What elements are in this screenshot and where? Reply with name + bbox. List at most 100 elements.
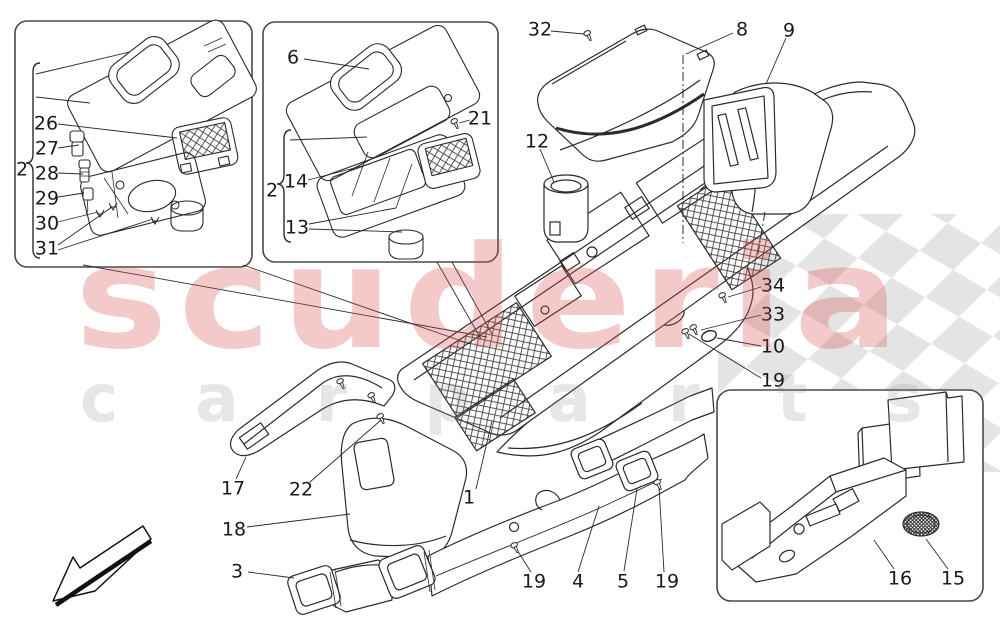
part-8-armrest-lid [537,24,715,162]
leader-line-9 [765,37,787,85]
connector-line [451,261,493,335]
leader-line-6 [303,58,370,70]
callout-15: 15 [941,568,965,590]
part-12-cupholder [543,174,589,243]
leader-line-29 [57,192,85,198]
leader-line-31 [57,206,113,246]
leader-line-10 [716,337,762,347]
screw-glyph [583,30,592,42]
clip-glyph [95,209,105,219]
watermark-word-car-parts: c a r p a r t s [80,360,950,437]
leader-line-19 [658,486,665,573]
leader-line-15 [925,538,949,570]
callout-10: 10 [761,336,785,358]
callout-2: 2 [266,180,278,202]
leader-line-12 [539,148,555,183]
leader-line-8 [685,32,734,55]
leader-line-19 [688,333,762,379]
leader-line-32 [550,30,585,35]
leader-line-28 [57,172,84,175]
part-3-front-duct [287,559,393,615]
direction-arrow [52,525,153,607]
callout-28: 28 [35,163,59,185]
leader-line-30 [57,211,99,223]
screw-glyph [510,542,519,554]
leader-line-13 [308,207,397,225]
screw-glyph [653,479,662,491]
connector-line [35,51,131,75]
leader-line-26 [57,123,178,139]
part-4-5-rear-ducts [378,387,715,599]
inset-1-console-trim-parts [67,19,257,236]
connector-line [242,264,471,345]
callout-14: 14 [284,171,308,193]
leader-line-3 [247,571,295,579]
callout-5: 5 [617,571,629,593]
callout-17: 17 [221,478,245,500]
callout-4: 4 [572,571,584,593]
screw-glyph [718,292,727,304]
callout-6: 6 [287,47,299,69]
callout-32: 32 [528,19,552,41]
leader-line-13 [308,228,403,233]
callout-34: 34 [761,275,785,297]
leader-line-14 [307,163,371,181]
screw-glyph [336,378,345,390]
leader-line-16 [873,539,895,570]
callout-22: 22 [289,479,313,501]
leader-line-5 [623,488,638,572]
callout-9: 9 [783,20,795,42]
connector-line [436,261,482,340]
callout-31: 31 [35,238,59,260]
inset-2-console-trim-parts [285,24,481,260]
leader-line-4 [577,505,600,573]
watermark-word-scuderia: scuderia [75,216,910,381]
callout-19: 19 [655,571,679,593]
callout-19: 19 [761,370,785,392]
callout-30: 30 [35,213,59,235]
connector-line [289,136,368,141]
leader-line-1 [475,420,493,490]
connector-line [82,264,488,338]
callout-27: 27 [35,138,59,160]
callout-18: 18 [222,519,246,541]
leader-line-33 [700,314,762,331]
clip-glyph [150,216,160,226]
callout-2: 2 [16,159,28,181]
connector-line [35,96,91,104]
leader-line-27 [57,144,80,149]
callout-1: 1 [463,487,475,509]
group-bracket [25,62,41,259]
callout-19: 19 [522,571,546,593]
center-lines [682,55,766,261]
callout-13: 13 [285,217,309,239]
part-9-rear-cover [703,82,834,215]
part-17-side-trim [229,361,396,457]
screw-glyph [450,118,459,130]
leader-line-31 [57,218,154,251]
leader-line-18 [246,513,351,528]
leader-line-21 [458,119,471,124]
oring-glyph [701,329,717,343]
screw-glyph [376,413,385,425]
screw-glyph [681,328,690,340]
leader-lines [25,30,949,579]
group-bracket [276,129,292,243]
callout-8: 8 [736,19,748,41]
leader-line-17 [235,456,247,480]
leader-line-22 [309,419,382,483]
part-15-grille [902,511,940,537]
part-16-insulation-panel [721,391,965,583]
watermark-text: scuderia c a r p a r t s [75,216,950,437]
clip-glyph [108,202,118,212]
leader-line-19 [516,549,532,573]
callout-3: 3 [231,561,243,583]
screw-glyph [367,392,376,404]
callout-12: 12 [525,131,549,153]
callout-33: 33 [761,304,785,326]
callout-26: 26 [34,113,58,135]
fastener-glyphs [95,30,727,554]
